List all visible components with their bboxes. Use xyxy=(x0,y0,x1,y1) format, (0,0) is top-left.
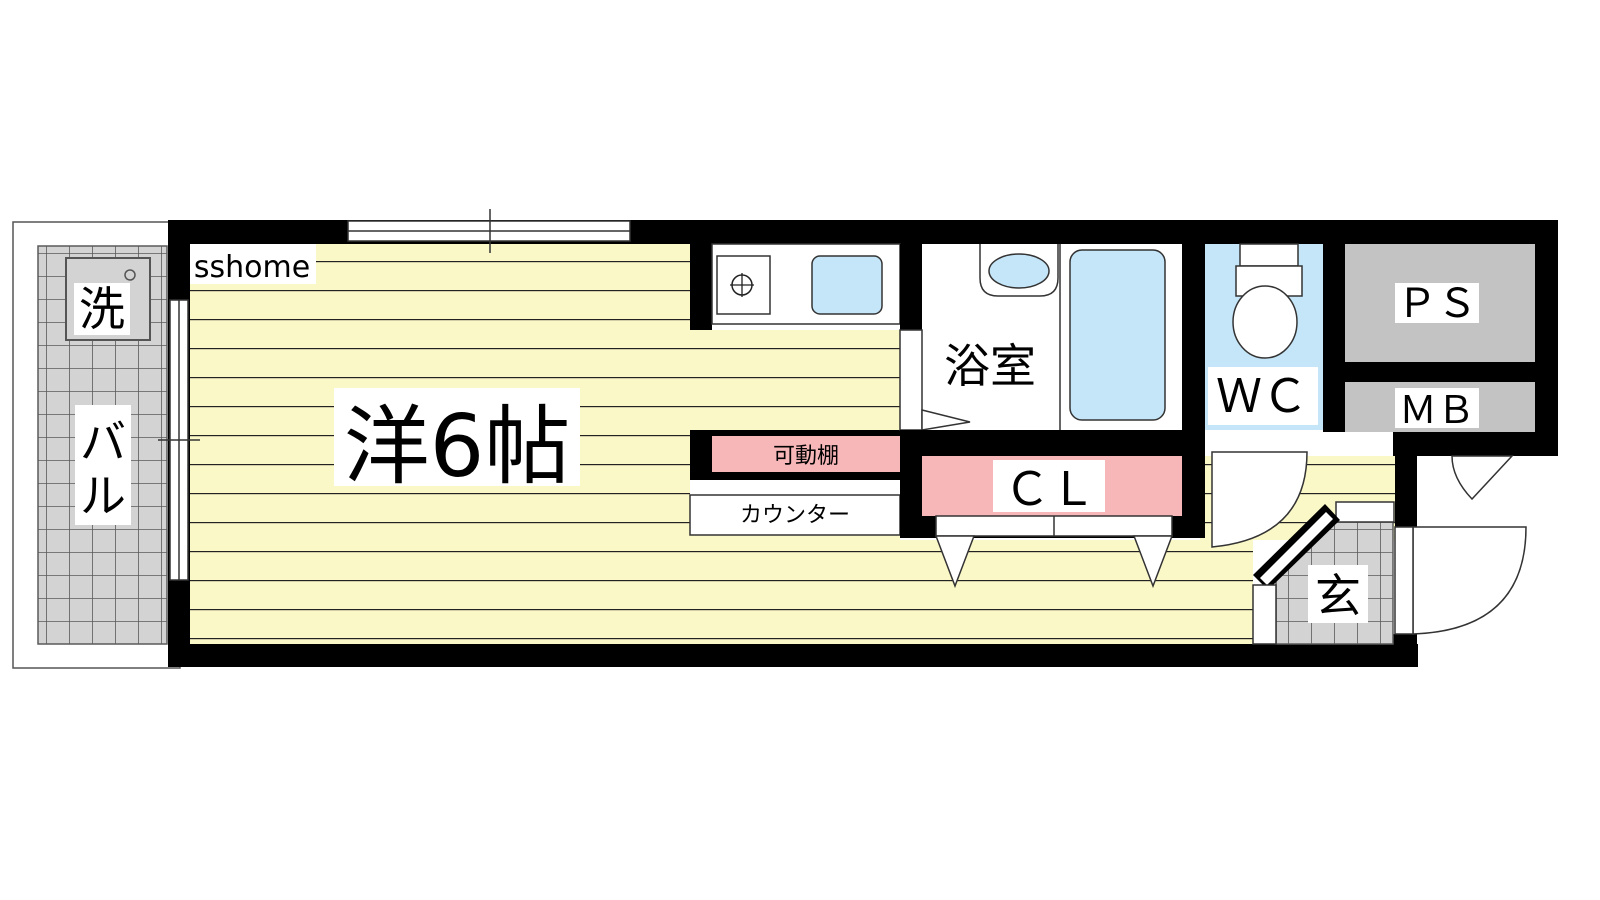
toilet-icon xyxy=(1232,285,1298,359)
wc: ＷＣ xyxy=(1205,243,1345,548)
balcony: 洗 バ ル xyxy=(12,221,181,669)
balcony-label-1: バ xyxy=(80,415,126,469)
top-window xyxy=(347,209,631,253)
shelf-label: 可動棚 xyxy=(773,444,839,469)
entrance-label: 玄 xyxy=(1315,569,1361,623)
entrance: 玄 xyxy=(1252,501,1527,645)
balcony-window xyxy=(158,299,200,581)
mb-label: ＭＢ xyxy=(1399,388,1475,432)
bath-label: 浴室 xyxy=(944,339,1036,393)
closet-door-right xyxy=(1132,535,1174,589)
closet-label: ＣＬ xyxy=(1004,462,1096,516)
movable-shelf: 可動棚 xyxy=(690,430,900,480)
pipe-space: ＰＳ xyxy=(1345,244,1535,362)
kitchen xyxy=(690,243,922,330)
balcony-label-2: ル xyxy=(80,469,126,523)
meter-box: ＭＢ xyxy=(1345,382,1535,501)
drain-icon xyxy=(124,269,136,281)
watermark-text: sshome xyxy=(194,250,310,285)
counter: カウンター xyxy=(689,494,901,536)
bathroom: 浴室 xyxy=(899,244,1205,452)
closet-door-left xyxy=(934,535,976,589)
mb-door xyxy=(1451,455,1514,501)
bath-door xyxy=(899,329,923,431)
closet: ＣＬ xyxy=(900,452,1205,589)
counter-label: カウンター xyxy=(740,503,850,528)
entrance-door xyxy=(1412,526,1527,635)
wc-door xyxy=(1211,451,1308,548)
western-room-label: 洋6帖 xyxy=(344,397,571,497)
ps-label: ＰＳ xyxy=(1397,281,1477,327)
sink xyxy=(811,255,883,315)
wc-label: ＷＣ xyxy=(1216,369,1308,423)
washer-label: 洗 xyxy=(79,282,125,336)
bathtub xyxy=(1069,249,1166,421)
